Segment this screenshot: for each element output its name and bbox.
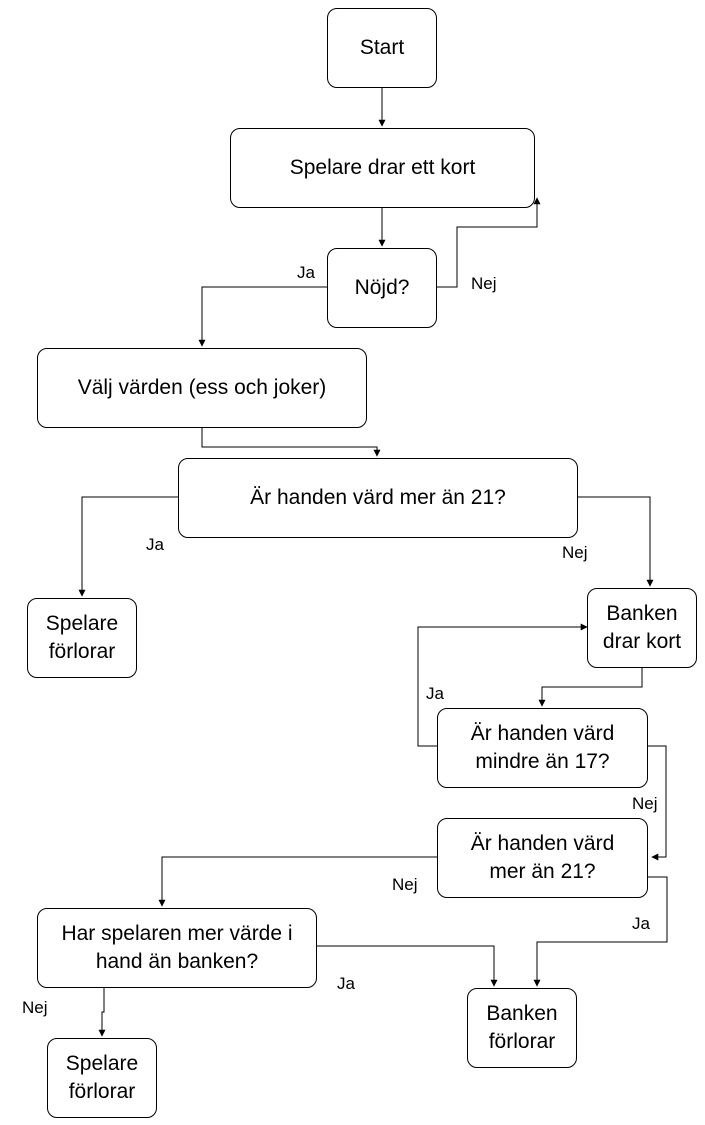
player-loses-node: Spelare förlorar [27, 598, 137, 678]
edge-label-more-yes: Ja [337, 974, 355, 993]
edge-label-over21p-yes: Ja [146, 535, 164, 554]
satisfied-decision: Nöjd? [327, 248, 437, 328]
choose-values-node: Välj värden (ess och joker) [37, 348, 367, 428]
edge-satisfied-no-loop [437, 197, 541, 288]
edge-over21bank-no [158, 856, 437, 907]
edge-bank-to-under17 [538, 668, 643, 707]
edge-label-over21p-no: Nej [562, 543, 588, 562]
start-node: Start [327, 8, 437, 88]
edge-satisfied-yes [198, 286, 327, 347]
edge-label-over21b-yes: Ja [632, 914, 650, 933]
edge-under17-no [648, 745, 667, 861]
edge-label-under17-yes: Ja [426, 684, 444, 703]
edge-label-more-no: Nej [22, 998, 48, 1017]
edge-over21-yes [78, 496, 178, 597]
edge-label-under17-no: Nej [632, 794, 658, 813]
edge-label-satisfied-yes: Ja [297, 263, 315, 282]
edge-under17-yes-loop [417, 623, 588, 747]
draw-card-node: Spelare drar ett kort [230, 128, 535, 208]
edge-label-satisfied-no: Nej [471, 274, 497, 293]
edge-label-over21b-no: Nej [392, 875, 418, 894]
edge-more-no [98, 988, 106, 1037]
edge-over21bank-yes [533, 876, 668, 987]
bank-draws-node: Banken drar kort [587, 588, 697, 668]
bank-loses-node: Banken förlorar [467, 988, 577, 1068]
edge-choose-to-over21 [201, 428, 381, 457]
player-more-decision: Har spelaren mer värde i hand än banken? [37, 908, 317, 988]
over-21-bank-decision: Är handen värd mer än 21? [437, 818, 648, 898]
player-loses-node-2: Spelare förlorar [47, 1038, 157, 1118]
edge-more-yes [317, 945, 498, 987]
under-17-decision: Är handen värd mindre än 17? [437, 708, 648, 788]
edge-over21-no [578, 496, 654, 587]
over-21-player-decision: Är handen värd mer än 21? [178, 458, 578, 538]
